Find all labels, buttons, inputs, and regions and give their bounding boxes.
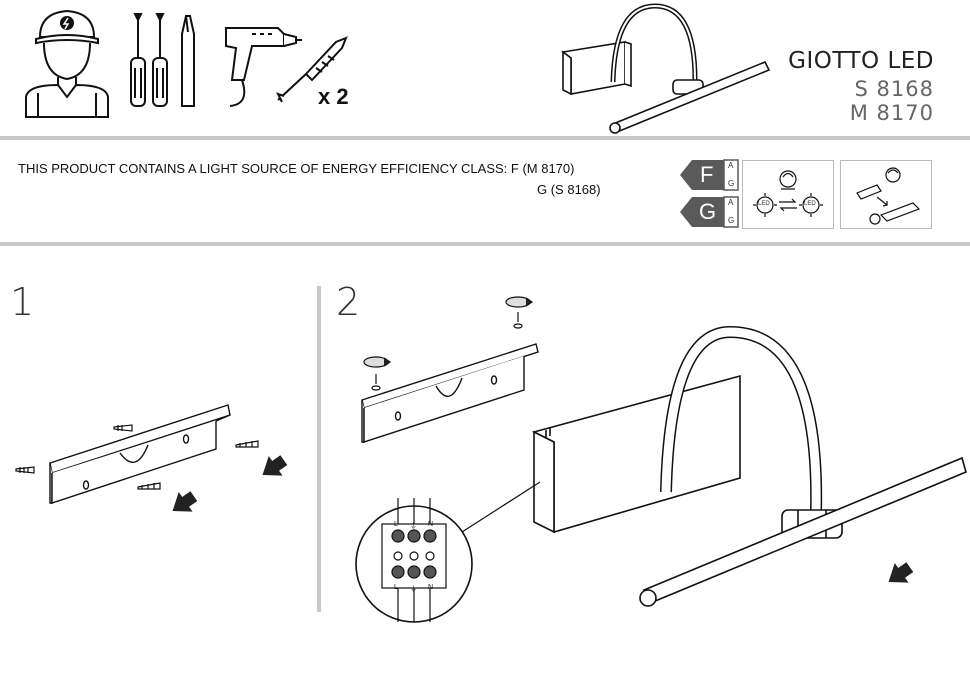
mounting-bracket-step2 [361,343,539,443]
led-label-right: LED [804,201,816,207]
product-title: GIOTTO LED [788,48,934,74]
step-1-number: 1 [10,280,35,324]
product-code-s: S 8168 [854,77,934,101]
step-2-number: 2 [336,280,361,324]
picture-lamp-illustration [531,325,967,607]
rotate-screw-icon [363,356,392,391]
energy-scale-bottom: G [728,216,735,225]
divider-top [0,136,970,140]
led-replacement-box: LED LED [742,160,834,229]
push-arrow [172,455,288,512]
energy-class-g-letter: G [699,199,717,224]
terminal-label-top-earth: ⏚ [410,523,417,530]
terminal-label-bottom-l: L [394,584,398,591]
energy-class-f-letter: F [700,162,714,187]
driver-replacement-box [840,160,932,229]
energy-scale-top: A [728,198,734,207]
screw-and-plug-icon [276,36,348,103]
led-label-left: LED [758,201,770,207]
energy-scale-bottom: G [728,179,735,188]
step-divider [317,286,321,612]
electrician-icon [25,9,109,118]
terminal-block-detail [355,481,541,623]
energy-class-f: F A G [680,159,739,191]
screw-quantity: x 2 [318,84,349,109]
divider-middle [0,242,970,246]
screwdrivers-icon [130,13,195,107]
energy-statement: THIS PRODUCT CONTAINS A LIGHT SOURCE OF … [18,161,575,176]
drill-icon [225,27,302,107]
wall-plug-left [15,466,35,474]
energy-scale-top: A [728,161,734,170]
wall-plug-top [113,424,133,432]
energy-class-g: G A G [680,196,739,228]
energy-statement-2: G (S 8168) [537,182,601,197]
terminal-label-bottom-n: N [428,584,434,591]
terminal-label-bottom-earth: ⏚ [410,586,417,593]
mounting-bracket-step1 [15,404,288,512]
product-illustration-small [561,3,771,134]
terminal-label-top-l: L [394,521,398,528]
push-arrow [888,562,914,583]
rotate-screw-icon [505,296,534,329]
terminal-label-top-n: N [428,521,434,528]
product-code-m: M 8170 [849,101,934,125]
